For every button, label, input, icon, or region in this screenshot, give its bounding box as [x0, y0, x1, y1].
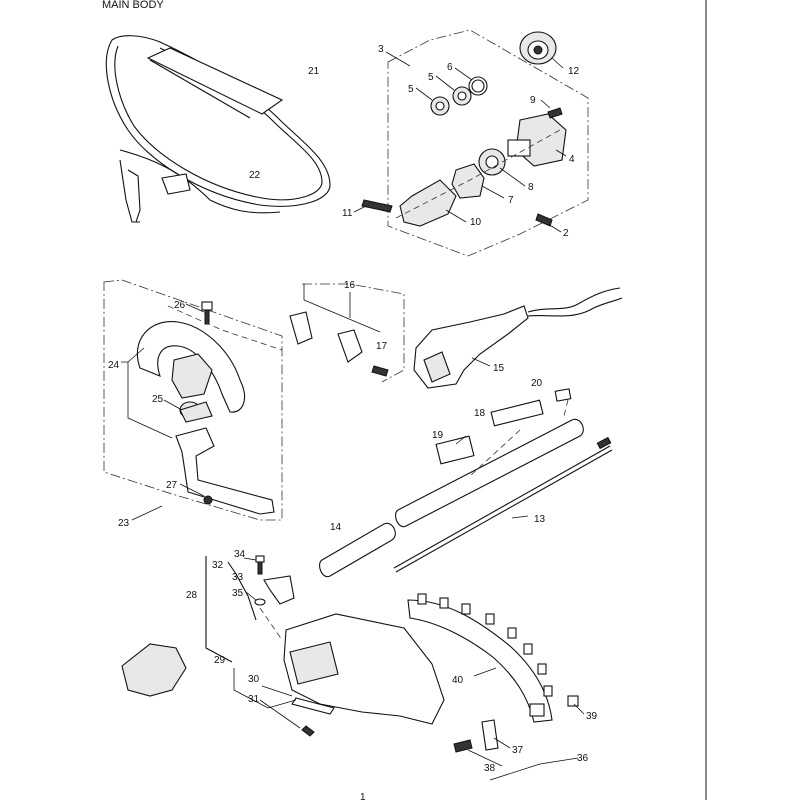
callout-25: 25	[152, 394, 164, 405]
callout-27: 27	[166, 480, 178, 491]
callout-30: 30	[248, 674, 260, 685]
callout-19: 19	[432, 430, 444, 441]
callout-37: 37	[512, 745, 524, 756]
callout-36: 36	[577, 753, 589, 764]
callout-24: 24	[108, 360, 120, 371]
callout-32: 32	[212, 560, 224, 571]
callout-23: 23	[118, 518, 130, 529]
callout-7: 7	[508, 195, 514, 206]
callout-6: 6	[447, 62, 453, 73]
callout-39: 39	[586, 711, 598, 722]
callout-5a: 5	[408, 84, 414, 95]
callout-20: 20	[531, 378, 543, 389]
callout-33: 33	[232, 572, 244, 583]
guard-extension-group	[407, 593, 585, 781]
callout-38: 38	[484, 763, 496, 774]
callout-21: 21	[308, 66, 320, 77]
handle-assembly-group	[103, 279, 283, 521]
callout-34: 34	[234, 549, 246, 560]
shaft-group	[319, 388, 613, 578]
clutch-assembly-group	[353, 29, 589, 257]
callout-16: 16	[344, 280, 356, 291]
callout-31: 31	[248, 694, 260, 705]
callout-18: 18	[474, 408, 486, 419]
throttle-handle	[413, 287, 623, 389]
callout-4: 4	[569, 154, 575, 165]
callout-14: 14	[330, 522, 342, 533]
callout-9: 9	[530, 95, 536, 106]
clamp-group	[289, 283, 405, 383]
callout-22: 22	[249, 170, 261, 181]
callout-26: 26	[174, 300, 186, 311]
callout-2: 2	[563, 228, 569, 239]
guard-clamp-group	[121, 555, 445, 737]
callout-11: 11	[342, 208, 353, 219]
callout-35: 35	[232, 588, 244, 599]
callout-40: 40	[452, 675, 464, 686]
diagram-title: MAIN BODY	[102, 0, 164, 11]
callout-15: 15	[493, 363, 505, 374]
callout-13: 13	[534, 514, 546, 525]
callout-29: 29	[214, 655, 226, 666]
callout-8: 8	[528, 182, 534, 193]
callout-17: 17	[376, 341, 388, 352]
callout-10: 10	[470, 217, 482, 228]
shoulder-harness	[105, 35, 331, 223]
callout-3: 3	[378, 44, 384, 55]
callout-5b: 5	[428, 72, 434, 83]
callout-labels: 2 3 4 5 5 6 7 8 9 10 11 12 13 14 15 16 1…	[108, 44, 598, 774]
blade-teeth	[417, 593, 553, 697]
callout-12: 12	[568, 66, 580, 77]
callout-28: 28	[186, 590, 198, 601]
page-number: 1	[360, 792, 366, 800]
